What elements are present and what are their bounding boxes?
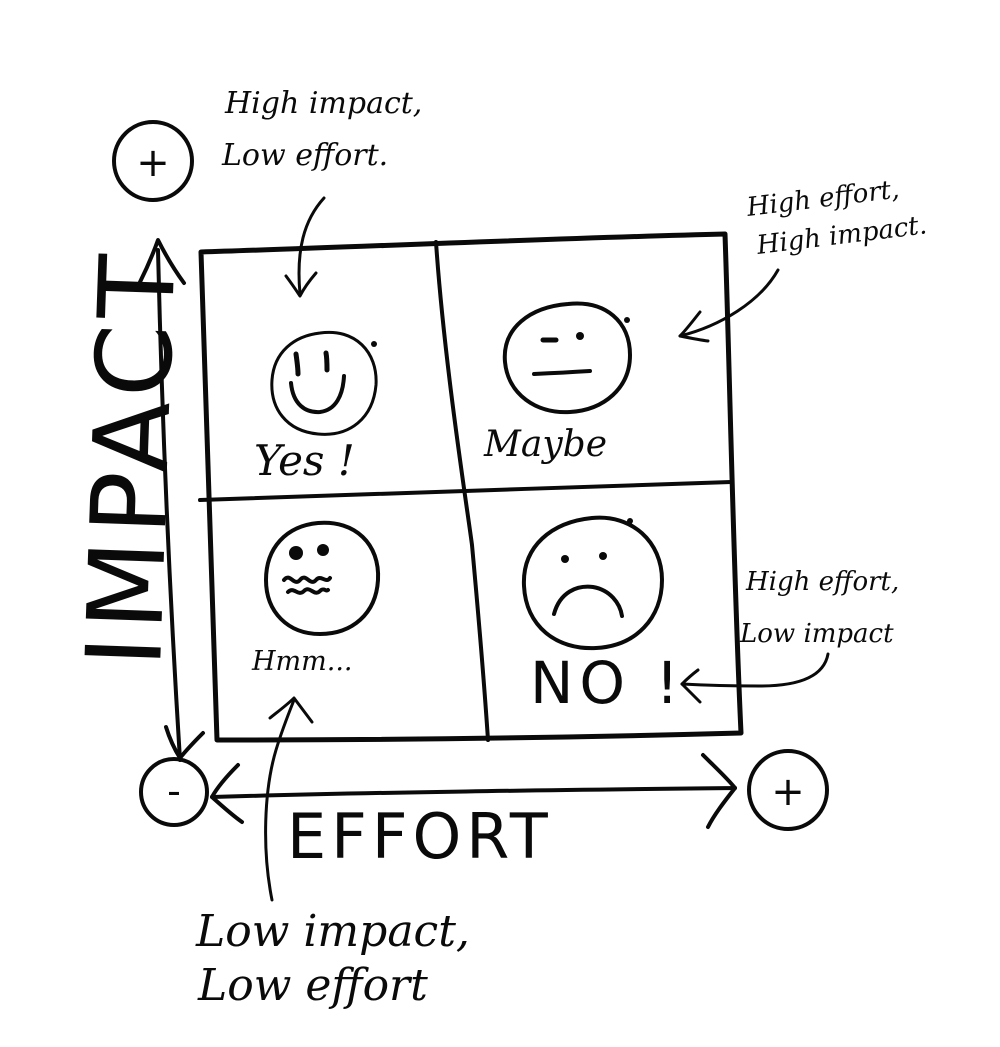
annotation-bottom-right: High effort, Low impact xyxy=(680,567,899,704)
grid-horizontal-divider xyxy=(198,480,733,502)
annotation-top-left-arrowhead xyxy=(284,271,318,298)
worried-face-icon xyxy=(264,520,381,636)
annotation-top-right: High effort, High impact. xyxy=(678,174,929,343)
annotation-bottom-right-arrowhead xyxy=(680,668,702,704)
annotation-bottom-right-arrow xyxy=(680,652,830,688)
annotation-top-right-arrow xyxy=(678,268,780,338)
effort-axis-left-arrow xyxy=(210,763,244,824)
quadrant-bottom-left: Hmm... xyxy=(251,520,381,677)
quadrant-label-no: NO ! xyxy=(530,649,685,717)
quadrant-bottom-right: NO ! xyxy=(521,515,685,717)
grid-vertical-divider xyxy=(434,240,490,742)
annotation-top-left-line2: Low effort. xyxy=(221,138,388,173)
effort-axis-right-arrow xyxy=(701,753,737,829)
effort-plus-circle xyxy=(747,749,829,831)
annotation-top-left: High impact, Low effort. xyxy=(221,86,422,298)
matrix-grid xyxy=(198,231,744,743)
impact-axis-up-arrow xyxy=(138,238,186,285)
sad-face-icon xyxy=(521,515,664,651)
impact-axis-line xyxy=(156,248,182,762)
impact-plus-circle xyxy=(112,120,194,202)
annotation-bottom-left-line2: Low effort xyxy=(197,960,428,1011)
effort-axis-line xyxy=(210,786,737,799)
annotation-bottom-left-arrow xyxy=(264,698,296,902)
annotation-top-left-arrow xyxy=(297,196,326,296)
annotation-top-left-line1: High impact, xyxy=(224,86,422,121)
effort-axis-label: EFFORT xyxy=(287,800,553,873)
impact-axis-label: IMPACT xyxy=(63,247,200,669)
impact-axis-down-arrow xyxy=(164,725,205,760)
neutral-face-icon xyxy=(502,301,632,415)
quadrant-label-hmm: Hmm... xyxy=(251,646,353,677)
annotation-bottom-left-arrowhead xyxy=(268,696,314,724)
annotation-top-right-arrowhead xyxy=(678,310,710,343)
annotation-bottom-left-line1: Low impact, xyxy=(195,906,470,957)
annotation-bottom-left: Low impact, Low effort xyxy=(195,696,470,1011)
annotation-bottom-right-line2: Low impact xyxy=(739,619,894,649)
grid-outer-frame xyxy=(198,231,744,743)
annotation-bottom-right-line1: High effort, xyxy=(745,567,899,597)
quadrant-top-left: Yes ! xyxy=(254,330,378,485)
smile-face-icon xyxy=(270,330,378,436)
quadrant-label-maybe: Maybe xyxy=(483,424,607,465)
impact-plus-sign: + xyxy=(136,140,170,186)
effort-axis: EFFORT + xyxy=(210,749,829,873)
quadrant-top-right: Maybe xyxy=(483,301,632,465)
impact-minus-circle xyxy=(139,757,209,827)
effort-plus-sign: + xyxy=(771,769,805,815)
impact-axis: IMPACT + - xyxy=(63,120,209,827)
quadrant-label-yes: Yes ! xyxy=(254,436,355,485)
impact-minus-sign: - xyxy=(167,769,181,813)
